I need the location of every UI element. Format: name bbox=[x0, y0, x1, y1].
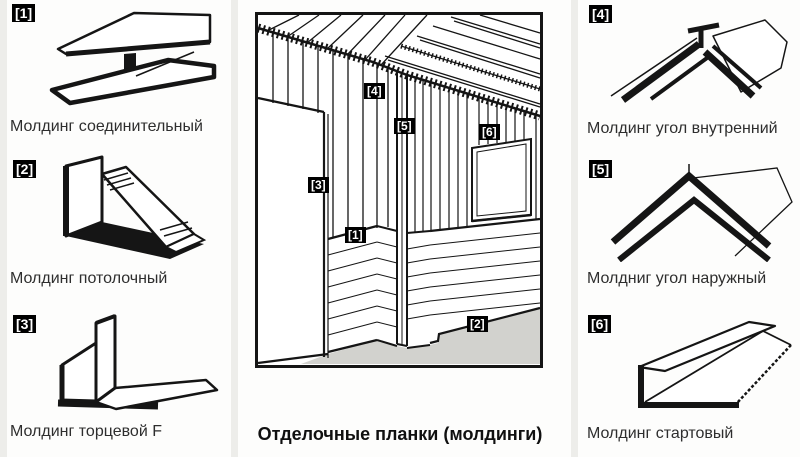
item-label: Молдинг соединительный bbox=[10, 118, 203, 135]
ceiling-molding-band-right bbox=[400, 43, 541, 92]
item-label: Молдинг потолочный bbox=[10, 270, 168, 287]
doorway bbox=[257, 96, 329, 365]
ceiling-molding-icon bbox=[63, 155, 207, 259]
item-starter-molding: [6] Молдинг стартовый bbox=[585, 305, 800, 443]
ceiling-junction-line bbox=[257, 26, 541, 118]
room-diagram-panel: [1] [2] [3] [4] [5] [6] bbox=[255, 12, 543, 368]
diagram-marker-3: [3] bbox=[308, 177, 329, 193]
wainscot-corner bbox=[376, 225, 431, 349]
item-inner-corner-molding: [4] Молдинг угол внутренний bbox=[585, 2, 800, 138]
item-number-badge: [3] bbox=[13, 315, 37, 333]
diagram-marker-5: [5] bbox=[394, 118, 415, 134]
room-diagram bbox=[255, 12, 543, 368]
ceiling-planks-left bbox=[266, 14, 428, 66]
item-label: Молдинг угол внутренний bbox=[587, 120, 778, 137]
item-label: Молдинг торцевой F bbox=[10, 423, 162, 440]
item-connector-molding: [1] Молдинг соединительный bbox=[8, 2, 230, 136]
left-wall-panels bbox=[272, 32, 389, 238]
starter-molding-icon bbox=[637, 320, 792, 408]
wainscot-right bbox=[429, 217, 541, 345]
diagram-marker-1: [1] bbox=[345, 227, 366, 243]
floor bbox=[301, 309, 540, 364]
diagram-marker-4: [4] bbox=[364, 83, 385, 99]
item-label: Молдниг угол наружный bbox=[587, 270, 767, 287]
outer-corner-molding-icon bbox=[610, 164, 793, 262]
item-number-badge: [4] bbox=[589, 5, 613, 23]
scan-artifact-band bbox=[231, 0, 238, 457]
diagram-caption: Отделочные планки (молдинги) bbox=[257, 424, 543, 444]
item-number-badge: [1] bbox=[12, 4, 36, 22]
item-number-badge: [6] bbox=[588, 315, 612, 333]
window bbox=[471, 137, 532, 223]
inner-corner-molding-icon bbox=[610, 19, 788, 103]
h-profile-connector-molding-icon bbox=[49, 11, 217, 106]
item-label: Молдинг стартовый bbox=[587, 425, 734, 442]
scan-artifact-band bbox=[571, 0, 578, 457]
right-wall-panels bbox=[414, 78, 537, 232]
item-f-end-molding: [3] Молдинг торцевой F bbox=[8, 303, 230, 441]
f-end-molding-icon bbox=[57, 314, 219, 411]
item-number-badge: [5] bbox=[589, 160, 613, 178]
item-ceiling-molding: [2] Молдинг потолочный bbox=[8, 152, 230, 288]
diagram-marker-2: [2] bbox=[467, 316, 488, 332]
item-number-badge: [2] bbox=[13, 160, 37, 178]
item-outer-corner-molding: [5] Молдниг угол наружный bbox=[585, 152, 800, 288]
scan-artifact-band bbox=[0, 0, 7, 457]
diagram-marker-6: [6] bbox=[479, 124, 500, 140]
